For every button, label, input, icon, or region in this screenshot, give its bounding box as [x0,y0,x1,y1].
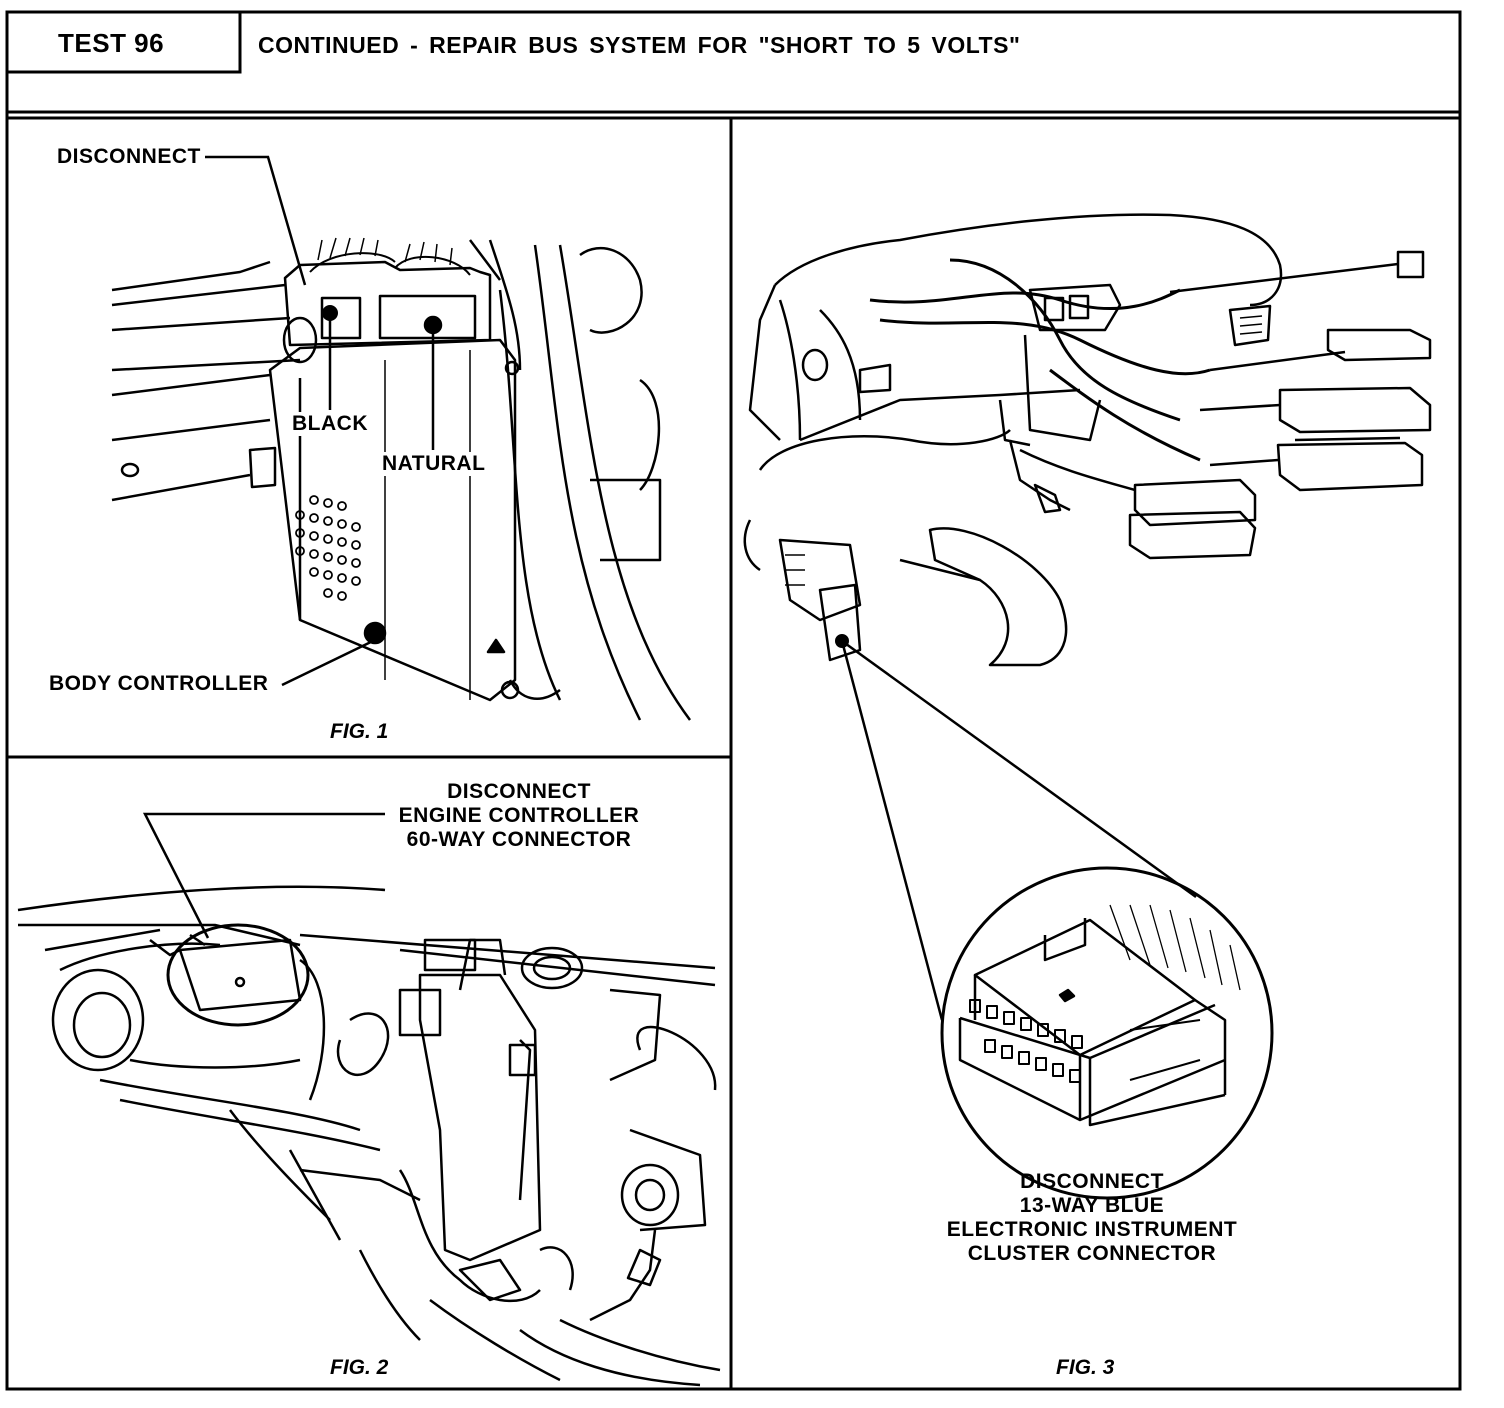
fig1-natural-label: NATURAL [382,452,486,476]
outer-frame [5,10,1462,1391]
fig2-callout-line-3: 60-WAY CONNECTOR [406,828,632,851]
fig1-black-label: BLACK [292,412,368,436]
fig3-caption: FIG. 3 [1056,1356,1115,1379]
fig2-leader [142,812,385,939]
fig3-callout-line-2: 13-WAY BLUE [1019,1194,1165,1217]
test-number-label: TEST 96 [58,28,165,58]
fig1-body-controller-label: BODY CONTROLLER [49,672,269,695]
fig1-leaders [205,155,435,687]
fig2-caption: FIG. 2 [330,1356,389,1379]
fig2-drawing [17,885,721,1387]
test-label-box [5,10,242,74]
fig2-callout: DISCONNECT ENGINE CONTROLLER 60-WAY CONN… [388,780,650,852]
fig3-callout-line-4: CLUSTER CONNECTOR [967,1242,1217,1265]
fig3-magnifier [840,639,1274,1200]
fig2-callout-line-1: DISCONNECT [447,780,591,803]
fig3-drawing [743,213,1432,667]
disconnect-leader [205,155,307,286]
page-title: CONTINUED - REPAIR BUS SYSTEM FOR "SHORT… [258,32,1021,58]
fig2-callout-line-2: ENGINE CONTROLLER [398,804,640,827]
body-controller-leader [281,638,376,687]
fig3-callout: DISCONNECT 13-WAY BLUE ELECTRONIC INSTRU… [932,1170,1252,1266]
fig3-callout-line-1: DISCONNECT [1020,1170,1164,1193]
fig1-disconnect-label: DISCONNECT [57,145,201,168]
fig1-drawing [111,237,692,721]
fig1-caption: FIG. 1 [330,720,389,743]
fig3-callout-line-3: ELECTRONIC INSTRUMENT [946,1218,1238,1241]
magnified-connector [958,904,1241,1127]
